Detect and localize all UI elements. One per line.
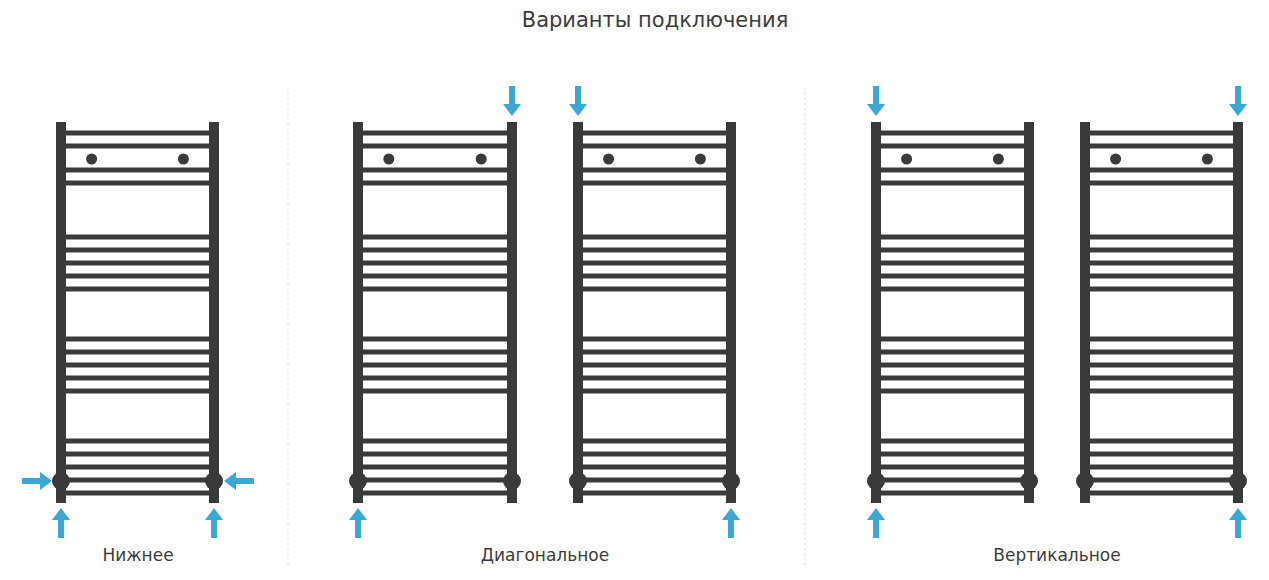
flow-arrow [52,508,70,538]
towel-rail [867,122,1038,503]
flow-arrow [1229,508,1247,538]
flow-arrow [503,86,521,116]
flow-arrow [205,508,223,538]
title: Варианты подключения [522,8,789,32]
flow-arrow [722,508,740,538]
flow-arrow [22,472,52,490]
flow-arrow [867,86,885,116]
flow-arrow [224,472,254,490]
flow-arrow [1229,86,1247,116]
towel-rail [52,122,223,503]
flow-arrow [867,508,885,538]
flow-arrow [569,86,587,116]
towel-rail [569,122,740,503]
connection-type-label: Диагональное [481,545,609,565]
separator [288,88,289,565]
towel-rail [1076,122,1247,503]
towel-rail [349,122,521,503]
connection-type-label: Вертикальное [993,545,1120,565]
separator [805,88,806,565]
flow-arrow [349,508,367,538]
connection-type-label: Нижнее [102,545,173,565]
